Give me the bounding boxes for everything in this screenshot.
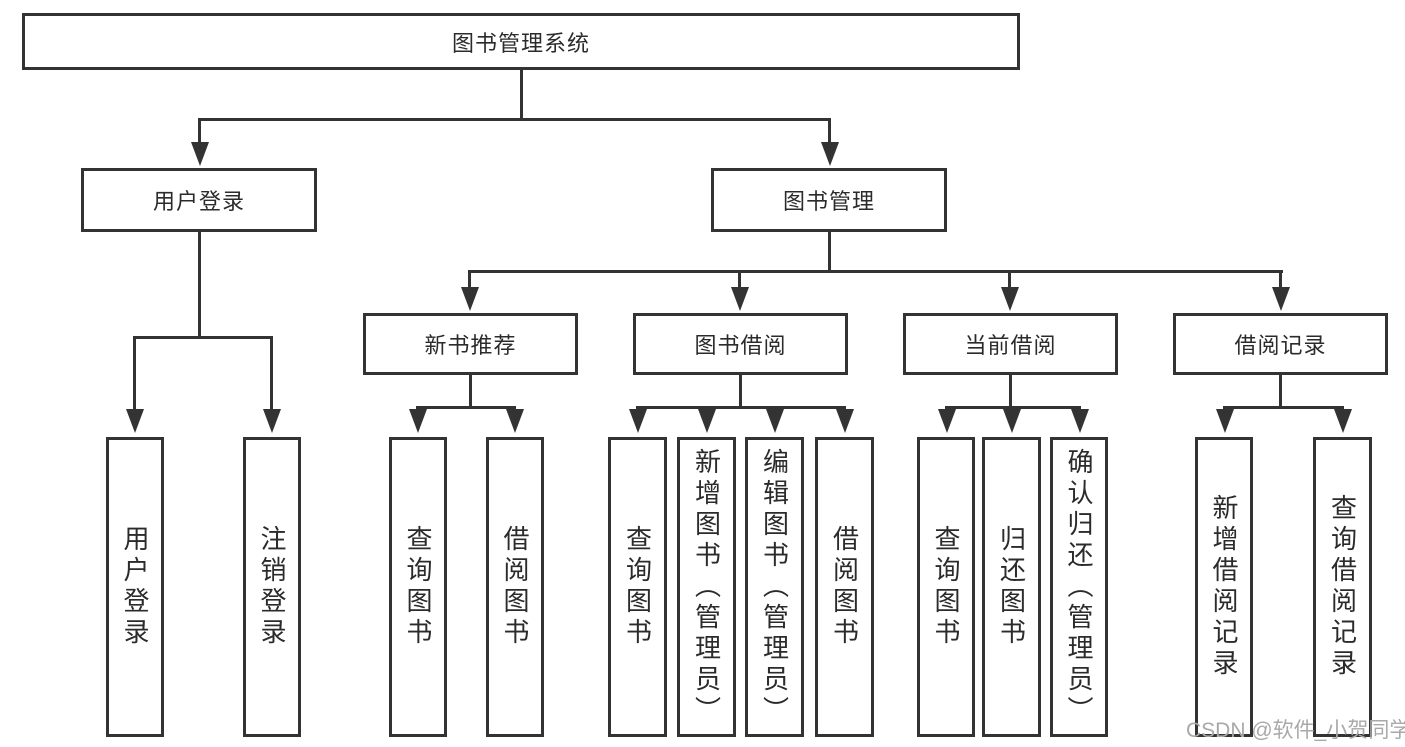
connector-group4-drop (1341, 406, 1344, 410)
leaf-edit-books-admin: 编辑图书（管理员） (745, 437, 804, 737)
connector-group3-stem (1009, 375, 1012, 406)
connector-user-login-rail (133, 336, 273, 339)
arrowhead-down-icon (1334, 409, 1352, 433)
connector-book-mgmt-drop (1008, 270, 1011, 288)
arrowhead-down-icon (1216, 409, 1234, 433)
connector-group2-drop (636, 406, 639, 410)
node-book-management: 图书管理 (711, 168, 947, 232)
node-user-login: 用户登录 (81, 168, 317, 232)
node-new-book-recommend: 新书推荐 (363, 313, 578, 375)
arrowhead-down-icon (731, 287, 749, 311)
arrowhead-down-icon (409, 409, 427, 433)
connector-group2-drop (773, 406, 776, 410)
connector-group3-drop (945, 406, 948, 410)
node-current-borrow: 当前借阅 (903, 313, 1118, 375)
node-root-label: 图书管理系统 (451, 30, 590, 56)
leaf-logout: 注销登录 (243, 437, 301, 737)
csdn-watermark: CSDN @软件_小贺同学 (1186, 719, 1405, 742)
arrowhead-down-icon (766, 409, 784, 433)
connector-group1-rail (416, 406, 516, 409)
leaf-add-books-admin: 新增图书（管理员） (677, 437, 736, 737)
connector-group4-rail (1223, 406, 1344, 409)
connector-group3-drop (1078, 406, 1081, 410)
connector-group2-stem (739, 375, 742, 406)
arrowhead-down-icon (698, 409, 716, 433)
leaf-borrow-books-2: 借阅图书 (815, 437, 874, 737)
node-book-borrow-label: 图书借阅 (694, 333, 787, 358)
arrowhead-down-icon (938, 409, 956, 433)
connector-user-login-stem (198, 232, 201, 336)
node-current-borrow-label: 当前借阅 (964, 333, 1057, 358)
connector-group2-rail (636, 406, 846, 409)
connector-root-drop-left (198, 118, 201, 143)
arrowhead-down-icon (1272, 287, 1290, 311)
leaf-query-books-3-label: 查询图书 (931, 525, 961, 649)
arrowhead-down-icon (821, 142, 839, 166)
leaf-add-borrow-record: 新增借阅记录 (1195, 437, 1253, 737)
node-borrow-records-label: 借阅记录 (1234, 333, 1327, 358)
leaf-query-books-3: 查询图书 (917, 437, 975, 737)
connector-group2-drop (705, 406, 708, 410)
leaf-return-books-label: 归还图书 (996, 525, 1027, 649)
connector-group3-rail (945, 406, 1081, 409)
leaf-query-books-2-label: 查询图书 (622, 525, 653, 649)
node-root: 图书管理系统 (22, 13, 1020, 70)
connector-group1-drop (513, 406, 516, 410)
connector-user-login-drop (133, 336, 136, 410)
arrowhead-down-icon (461, 287, 479, 311)
leaf-return-books: 归还图书 (982, 437, 1041, 737)
leaf-edit-books-admin-label: 编辑图书（管理员） (759, 447, 790, 727)
leaf-query-borrow-record-label: 查询借阅记录 (1327, 494, 1358, 680)
leaf-logout-label: 注销登录 (257, 525, 287, 649)
connector-root-drop-right (828, 118, 831, 143)
connector-group1-stem (469, 375, 472, 406)
connector-group1-drop (416, 406, 419, 410)
leaf-borrow-books-1: 借阅图书 (486, 437, 544, 737)
connector-root-stem (520, 70, 523, 118)
connector-book-mgmt-rail (468, 270, 1283, 273)
arrowhead-down-icon (1003, 409, 1021, 433)
leaf-query-books-1-label: 查询图书 (403, 525, 433, 649)
leaf-user-login: 用户登录 (106, 437, 164, 737)
arrowhead-down-icon (506, 409, 524, 433)
connector-group4-drop (1223, 406, 1226, 410)
leaf-borrow-books-2-label: 借阅图书 (829, 525, 860, 649)
node-book-management-label: 图书管理 (782, 189, 875, 214)
leaf-borrow-books-1-label: 借阅图书 (500, 525, 530, 649)
leaf-query-books-1: 查询图书 (389, 437, 447, 737)
arrowhead-down-icon (126, 409, 144, 433)
connector-user-login-drop (270, 336, 273, 410)
node-new-book-recommend-label: 新书推荐 (424, 333, 517, 358)
leaf-confirm-return-admin-label: 确认归还（管理员） (1064, 447, 1094, 727)
arrowhead-down-icon (629, 409, 647, 433)
leaf-query-books-2: 查询图书 (608, 437, 667, 737)
node-book-borrow: 图书借阅 (633, 313, 848, 375)
arrowhead-down-icon (263, 409, 281, 433)
node-borrow-records: 借阅记录 (1173, 313, 1388, 375)
connector-book-mgmt-drop (468, 270, 471, 288)
leaf-confirm-return-admin: 确认归还（管理员） (1050, 437, 1108, 737)
arrowhead-down-icon (1071, 409, 1089, 433)
connector-group4-stem (1279, 375, 1282, 406)
connector-book-mgmt-drop (738, 270, 741, 288)
connector-book-mgmt-drop (1279, 270, 1282, 288)
node-user-login-label: 用户登录 (152, 189, 245, 214)
leaf-add-borrow-record-label: 新增借阅记录 (1209, 494, 1239, 680)
connector-group2-drop (843, 406, 846, 410)
arrowhead-down-icon (191, 142, 209, 166)
arrowhead-down-icon (1001, 287, 1019, 311)
connector-root-rail (198, 118, 831, 121)
leaf-query-borrow-record: 查询借阅记录 (1313, 437, 1372, 737)
leaf-add-books-admin-label: 新增图书（管理员） (691, 447, 722, 727)
leaf-user-login-label: 用户登录 (120, 525, 150, 649)
arrowhead-down-icon (836, 409, 854, 433)
connector-book-mgmt-stem (828, 232, 831, 270)
connector-group3-drop (1010, 406, 1013, 410)
